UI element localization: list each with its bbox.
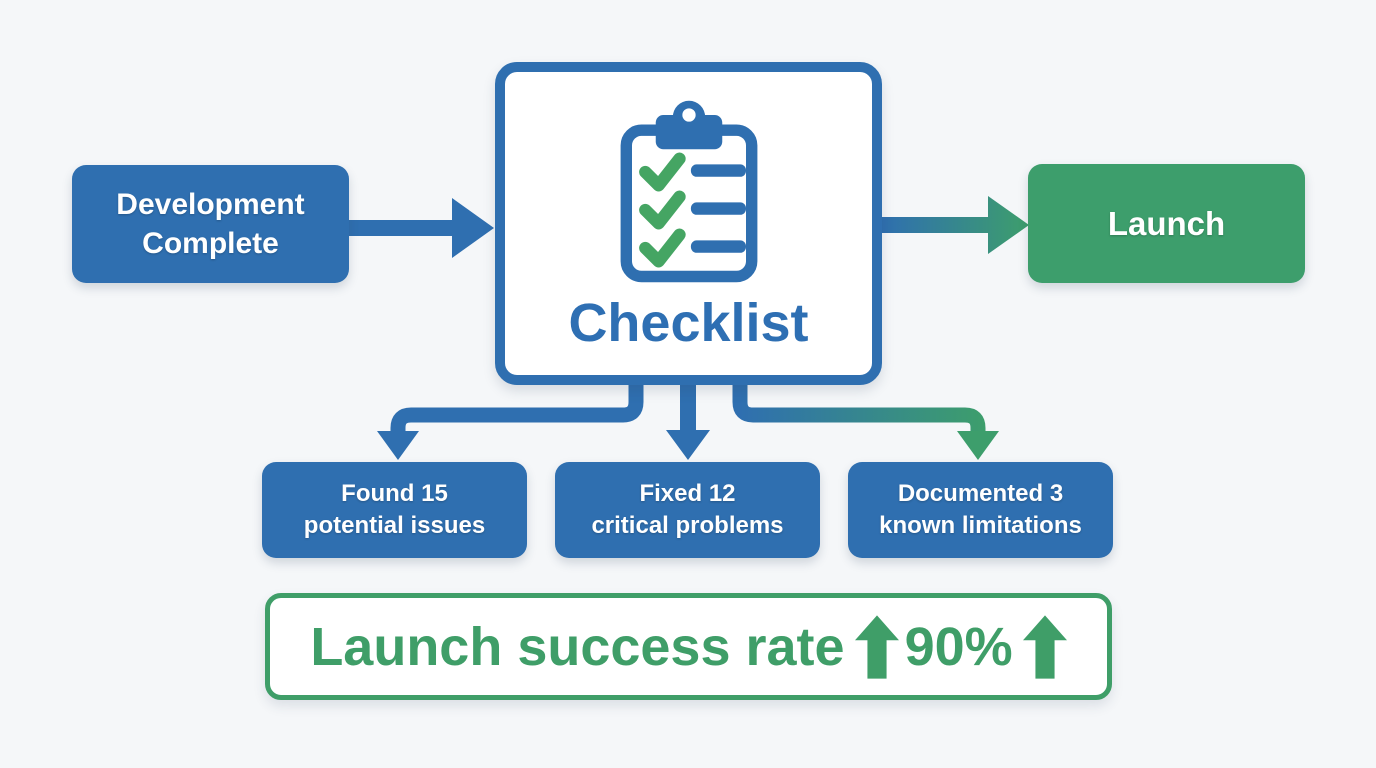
- outcome-line1: Fixed 12: [639, 480, 736, 507]
- arrow-development-to-checklist: [348, 198, 494, 258]
- outcome-line1: Documented 3: [897, 480, 1064, 507]
- up-arrow-icon: [1022, 614, 1067, 679]
- arrow-checklist-to-fixed-problems: [666, 385, 710, 460]
- arrow-checklist-to-found-issues: [377, 385, 644, 460]
- outcome-line2: known limitations: [879, 512, 1082, 539]
- up-arrow-icon: [854, 614, 899, 679]
- launch-label: Launch: [1107, 204, 1226, 242]
- node-development-complete: Development Complete: [72, 165, 349, 283]
- outcome-line2: potential issues: [303, 512, 486, 539]
- outcome-line1: Found 15: [341, 480, 448, 507]
- node-launch: Launch: [1028, 164, 1305, 283]
- node-found-potential-issues: Found 15 potential issues: [262, 462, 527, 558]
- arrow-checklist-to-documented-limitations: [732, 385, 999, 460]
- result-value: 90%: [904, 616, 1013, 677]
- development-label-line2: Complete: [142, 227, 279, 260]
- node-fixed-critical-problems: Fixed 12 critical problems: [555, 462, 820, 558]
- arrow-checklist-to-launch: [882, 196, 1029, 254]
- result-banner: Launch success rate 90%: [265, 593, 1112, 700]
- node-checklist: Checklist: [495, 62, 882, 385]
- outcome-line2: critical problems: [591, 512, 784, 539]
- checklist-label: Checklist: [568, 293, 809, 353]
- result-label: Launch success rate: [310, 616, 845, 677]
- node-documented-known-limitations: Documented 3 known limitations: [848, 462, 1113, 558]
- clipboard-checklist-icon: [620, 100, 757, 283]
- development-label-line1: Development: [116, 188, 305, 221]
